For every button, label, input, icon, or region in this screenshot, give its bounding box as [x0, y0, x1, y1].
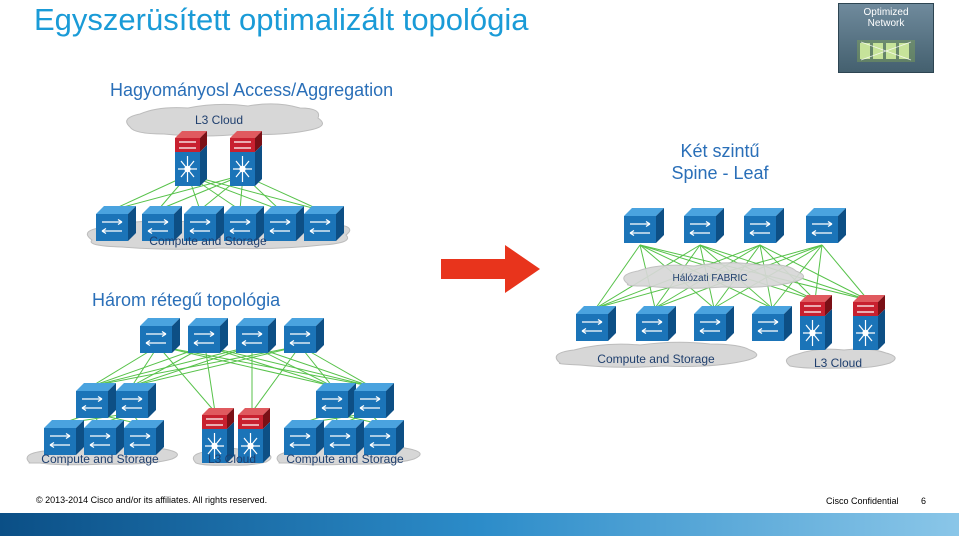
switch-icon — [95, 205, 137, 242]
switch-icon — [283, 419, 325, 456]
router-icon — [799, 294, 833, 351]
arrow-right-icon — [441, 245, 540, 293]
spine-leaf-heading: Két szintű Spine - Leaf — [671, 141, 769, 183]
badge-label: Optimized Network — [863, 7, 909, 29]
switch-icon — [363, 419, 405, 456]
router-icon — [174, 130, 208, 187]
switch-icon — [315, 382, 357, 419]
confidential-label: Cisco Confidential — [826, 496, 899, 506]
cloud-sl-l3-label: L3 Cloud — [814, 356, 862, 370]
switch-icon — [623, 207, 665, 244]
switch-icon — [303, 205, 345, 242]
switch-icon — [575, 305, 617, 342]
cloud-sl-compute — [555, 341, 758, 368]
copyright-text: © 2013-2014 Cisco and/or its affiliates.… — [36, 495, 268, 505]
traditional-heading: Hagyományosl Access/Aggregation — [110, 80, 394, 100]
router-icon — [229, 130, 263, 187]
cloud-sl-l3 — [785, 348, 896, 369]
cloud-three-mid-label: L3 Cloud — [208, 452, 256, 466]
three-tier-topology: Compute and Storage L3 Cloud Compute and… — [26, 317, 421, 466]
switch-icon — [115, 382, 157, 419]
cloud-trad-top-label: L3 Cloud — [195, 113, 243, 127]
switch-icon — [235, 317, 277, 354]
switch-icon — [353, 382, 395, 419]
switch-icon — [263, 205, 305, 242]
switch-icon — [139, 317, 181, 354]
switch-icon — [283, 317, 325, 354]
switch-icon — [323, 419, 365, 456]
switch-icon — [187, 317, 229, 354]
router-icon — [852, 294, 886, 351]
slide-title: Egyszerüsített optimalizált topológia — [34, 2, 529, 37]
switch-icon — [683, 207, 725, 244]
cloud-fabric-label: Hálózati FABRIC — [672, 273, 747, 284]
spine-leaf-topology: Hálózati FABRIC Compute and Storage L3 C… — [555, 207, 896, 370]
cloud-three-right-label: Compute and Storage — [286, 452, 404, 466]
switch-icon — [75, 382, 117, 419]
page-number: 6 — [921, 496, 927, 506]
optimized-network-badge: Optimized Network — [838, 3, 934, 73]
switch-icon — [83, 419, 125, 456]
footer-bar — [0, 513, 959, 536]
cloud-trad-bottom-label: Compute and Storage — [149, 234, 267, 248]
server-racks-icon — [857, 40, 915, 62]
trad-links — [111, 174, 321, 211]
switch-icon — [805, 207, 847, 244]
switch-icon — [635, 305, 677, 342]
cloud-three-left-label: Compute and Storage — [41, 452, 159, 466]
switch-icon — [123, 419, 165, 456]
three-tier-heading: Három rétegű topológia — [92, 290, 281, 310]
switch-icon — [743, 207, 785, 244]
cloud-fabric — [623, 262, 804, 289]
switch-icon — [43, 419, 85, 456]
switch-icon — [693, 305, 735, 342]
switch-icon — [751, 305, 793, 342]
traditional-topology: L3 Cloud Compute and Storage — [86, 103, 351, 250]
cloud-sl-compute-label: Compute and Storage — [597, 352, 715, 366]
